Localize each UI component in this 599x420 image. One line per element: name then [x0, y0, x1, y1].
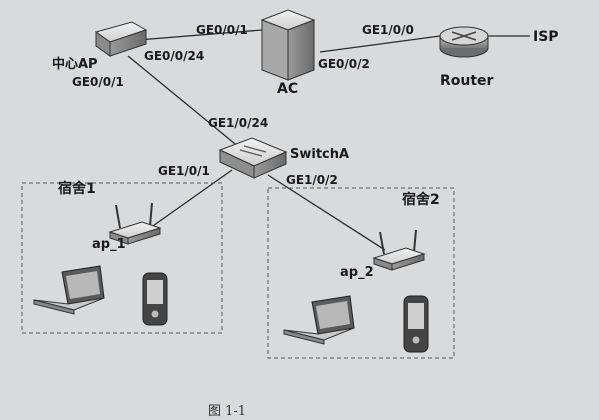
- dorm2-label: 宿舍2: [402, 192, 440, 208]
- port-switch-left: GE1/0/1: [158, 164, 210, 178]
- central-ap-label: 中心AP: [52, 57, 98, 72]
- port-ac-right: GE0/0/2: [318, 57, 370, 71]
- port-centralap-down: GE0/0/1: [72, 75, 124, 89]
- phone1-icon: [142, 272, 168, 326]
- figure-caption: 图 1-1: [208, 404, 247, 419]
- ap1-label: ap_1: [92, 237, 126, 252]
- link-centralap-ac: [137, 29, 263, 41]
- port-switch-right: GE1/0/2: [286, 173, 338, 187]
- links: [127, 29, 530, 251]
- phone2-icon: [403, 295, 429, 353]
- ap2-icon: [372, 229, 426, 271]
- link-centralap-switch: [127, 55, 241, 149]
- router-label: Router: [440, 73, 494, 89]
- port-router-in: GE1/0/0: [362, 23, 414, 37]
- laptop1-icon: [33, 265, 105, 315]
- switch-label: SwitchA: [290, 147, 350, 162]
- dorm1-label: 宿舍1: [58, 181, 96, 197]
- port-ac-left: GE0/0/1: [196, 23, 248, 37]
- link-switch-ap2: [267, 174, 386, 251]
- dorm2-area: [267, 187, 455, 359]
- central-ap-icon: [94, 21, 148, 57]
- link-ac-router: [319, 35, 441, 53]
- link-switch-ap1: [149, 169, 233, 229]
- router-icon: [439, 26, 489, 58]
- ap2-label: ap_2: [340, 265, 374, 280]
- laptop2-icon: [283, 295, 355, 345]
- isp-label: ISP: [533, 29, 559, 45]
- port-centralap-up: GE0/0/24: [144, 49, 205, 63]
- ac-icon: [260, 9, 316, 81]
- dorm1-area: [21, 182, 223, 334]
- port-switch-up: GE1/0/24: [208, 116, 269, 130]
- switch-icon: [218, 137, 288, 179]
- ap1-icon: [108, 202, 162, 245]
- ac-label: AC: [277, 81, 299, 97]
